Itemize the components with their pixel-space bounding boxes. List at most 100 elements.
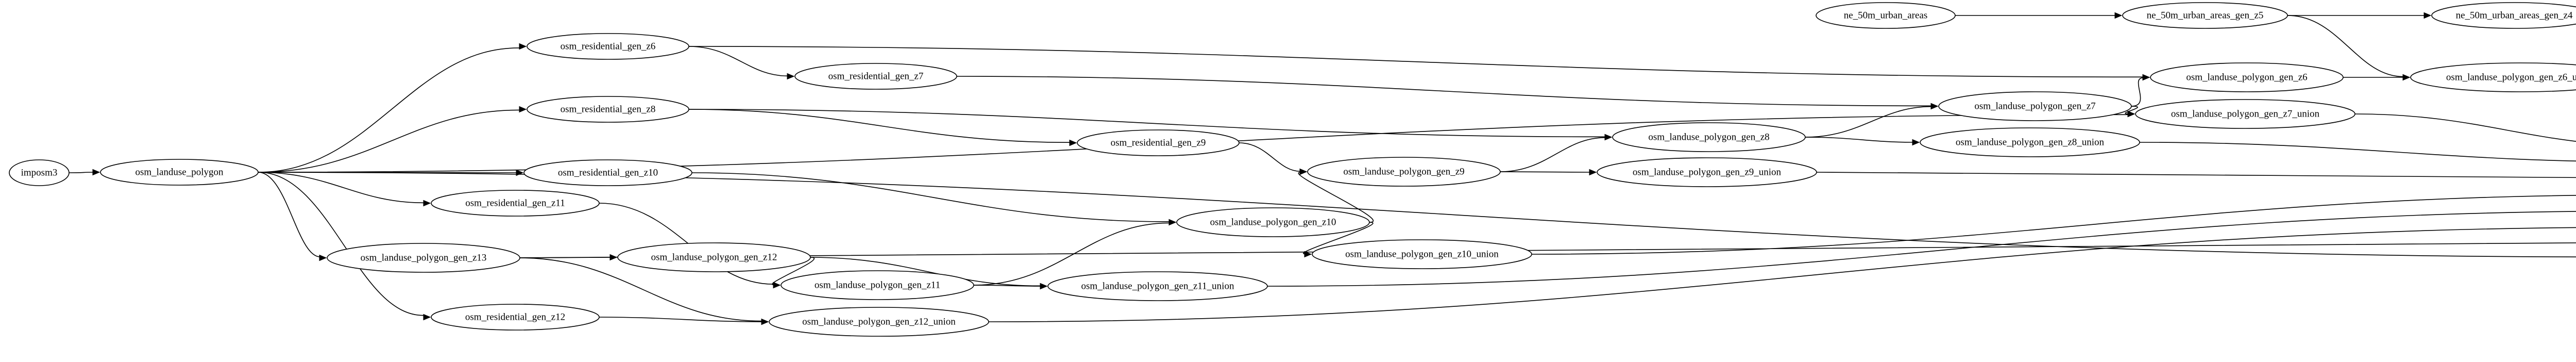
graph-node-osm-residential-gen-z7[interactable]: osm_residential_gen_z7 — [794, 63, 957, 90]
node-ellipse — [2122, 2, 2288, 29]
node-ellipse — [1597, 157, 1817, 187]
node-label: osm_landuse_polygon_gen_z8_union — [1956, 137, 2105, 147]
node-label: osm_landuse_polygon_gen_z11_union — [1081, 281, 1234, 291]
graph-edge — [258, 172, 2576, 258]
graph-edge — [688, 46, 789, 77]
node-label: osm_landuse_polygon_gen_z12_union — [802, 316, 956, 327]
node-label: osm_landuse_polygon_gen_z13 — [361, 252, 487, 263]
graph-node-osm-landuse-polygon-gen-z11-union[interactable]: osm_landuse_polygon_gen_z11_union — [1047, 271, 1268, 301]
node-ellipse — [1816, 2, 1956, 29]
graph-edge — [1805, 106, 1933, 138]
node-ellipse — [527, 96, 689, 123]
node-ellipse — [431, 190, 600, 217]
edge-arrowhead — [1304, 251, 1312, 258]
graph-edge — [69, 172, 94, 173]
graph-node-ne-50m-urban-areas[interactable]: ne_50m_urban_areas — [1816, 2, 1956, 29]
node-ellipse — [1047, 271, 1268, 301]
graph-edge — [2125, 106, 2138, 114]
node-label: osm_residential_gen_z12 — [465, 311, 565, 322]
node-ellipse — [781, 270, 974, 300]
graph-edge — [810, 257, 1042, 287]
graph-node-osm-landuse-polygon-gen-z6[interactable]: osm_landuse_polygon_gen_z6 — [2150, 62, 2344, 92]
graph-edge — [688, 46, 2144, 78]
edge-arrowhead — [1069, 139, 1077, 146]
edge-arrowhead — [319, 254, 327, 261]
edge-arrowhead — [2114, 12, 2123, 19]
graph-node-osm-landuse-polygon-gen-z10-union[interactable]: osm_landuse_polygon_gen_z10_union — [1312, 239, 1532, 269]
node-ellipse — [2410, 62, 2576, 92]
graph-node-osm-residential-gen-z8[interactable]: osm_residential_gen_z8 — [527, 96, 689, 123]
graph-node-osm-landuse-polygon-gen-z13[interactable]: osm_landuse_polygon_gen_z13 — [327, 243, 520, 273]
graph-edge — [1500, 137, 1606, 172]
node-label: osm_landuse_polygon_gen_z10_union — [1345, 249, 1499, 259]
graph-edge — [1298, 172, 1374, 223]
edge-arrowhead — [423, 314, 431, 321]
node-ellipse — [2135, 99, 2355, 129]
node-label: osm_residential_gen_z7 — [828, 71, 924, 81]
graph-node-osm-landuse-polygon-gen-z10[interactable]: osm_landuse_polygon_gen_z10 — [1176, 207, 1370, 237]
edge-arrowhead — [1168, 219, 1177, 226]
node-ellipse — [1938, 91, 2132, 121]
graph-edge — [688, 109, 1071, 143]
node-label: ne_50m_urban_areas_gen_z5 — [2147, 10, 2264, 21]
node-ellipse — [1176, 207, 1370, 237]
graph-edge — [258, 47, 521, 173]
node-ellipse — [1612, 122, 1806, 152]
graph-node-osm-landuse-polygon-gen-z9[interactable]: osm_landuse_polygon_gen_z9 — [1307, 157, 1501, 187]
graph-node-osm-landuse-polygon-gen-z12-union[interactable]: osm_landuse_polygon_gen_z12_union — [769, 307, 989, 337]
edge-arrowhead — [2142, 74, 2150, 81]
graph-node-imposm3[interactable]: imposm3 — [9, 159, 70, 186]
edge-arrowhead — [1604, 134, 1613, 141]
graph-node-osm-landuse-polygon-gen-z12[interactable]: osm_landuse_polygon_gen_z12 — [617, 242, 811, 272]
graph-node-osm-landuse-polygon-gen-z8[interactable]: osm_landuse_polygon_gen_z8 — [1612, 122, 1806, 152]
graph-node-osm-residential-gen-z9[interactable]: osm_residential_gen_z9 — [1077, 129, 1240, 156]
graph-edge — [1805, 137, 1914, 143]
graph-edge — [2354, 113, 2576, 142]
graph-node-osm-landuse-polygon[interactable]: osm_landuse_polygon — [100, 159, 259, 186]
graph-edge — [258, 109, 521, 173]
graph-edge — [2287, 15, 2404, 77]
node-ellipse — [769, 307, 989, 337]
graph-edge — [956, 76, 1933, 107]
graph-node-osm-residential-gen-z6[interactable]: osm_residential_gen_z6 — [527, 33, 689, 60]
node-label: osm_landuse_polygon_gen_z9 — [1343, 166, 1464, 177]
edge-arrowhead — [773, 282, 781, 289]
node-label: osm_landuse_polygon_gen_z9_union — [1633, 167, 1782, 177]
graph-edge — [988, 227, 2576, 322]
graph-node-osm-landuse-polygon-gen-z6-union[interactable]: osm_landuse_polygon_gen_z6_union — [2410, 62, 2576, 92]
graph-node-ne-50m-urban-areas-gen-z4[interactable]: ne_50m_urban_areas_gen_z4 — [2431, 2, 2576, 29]
node-ellipse — [1307, 157, 1501, 187]
node-ellipse — [2431, 2, 2576, 29]
graph-edge — [691, 172, 1171, 222]
graph-node-osm-landuse-polygon-gen-z9-union[interactable]: osm_landuse_polygon_gen_z9_union — [1597, 157, 1817, 187]
node-label: osm_landuse_polygon_gen_z12 — [651, 252, 777, 262]
graph-node-osm-residential-gen-z11[interactable]: osm_residential_gen_z11 — [431, 190, 600, 217]
graph-node-osm-residential-gen-z12[interactable]: osm_residential_gen_z12 — [431, 304, 600, 331]
nodes-layer: imposm3 osm_landuse_polygon osm_residentia… — [9, 2, 2576, 337]
node-ellipse — [617, 242, 811, 272]
node-ellipse — [9, 159, 70, 186]
graph-node-osm-landuse-polygon-gen-z11[interactable]: osm_landuse_polygon_gen_z11 — [781, 270, 974, 300]
graph-node-osm-landuse-polygon-gen-z7[interactable]: osm_landuse_polygon_gen_z7 — [1938, 91, 2132, 121]
edge-arrowhead — [1299, 168, 1308, 175]
graph-node-osm-landuse-polygon-gen-z7-union[interactable]: osm_landuse_polygon_gen_z7_union — [2135, 99, 2355, 129]
graph-node-osm-landuse-polygon-gen-z8-union[interactable]: osm_landuse_polygon_gen_z8_union — [1920, 127, 2140, 157]
graph-edge — [1267, 211, 2576, 287]
node-label: osm_landuse_polygon_gen_z8 — [1648, 131, 1769, 142]
edge-arrowhead — [423, 200, 431, 207]
graph-edge — [1816, 172, 2576, 178]
node-label: imposm3 — [21, 167, 58, 178]
edge-arrowhead — [1912, 139, 1920, 146]
node-ellipse — [1077, 129, 1240, 156]
graph-node-ne-50m-urban-areas-gen-z5[interactable]: ne_50m_urban_areas_gen_z5 — [2122, 2, 2288, 29]
graph-node-osm-residential-gen-z10[interactable]: osm_residential_gen_z10 — [523, 159, 692, 186]
node-label: osm_landuse_polygon_gen_z11 — [815, 279, 940, 290]
node-ellipse — [1920, 127, 2140, 157]
graph-edge — [258, 172, 321, 257]
edge-arrowhead — [1589, 169, 1597, 176]
node-label: osm_residential_gen_z9 — [1111, 137, 1206, 148]
node-ellipse — [2150, 62, 2344, 92]
edge-arrowhead — [1040, 283, 1048, 290]
edge-arrowhead — [787, 73, 795, 80]
